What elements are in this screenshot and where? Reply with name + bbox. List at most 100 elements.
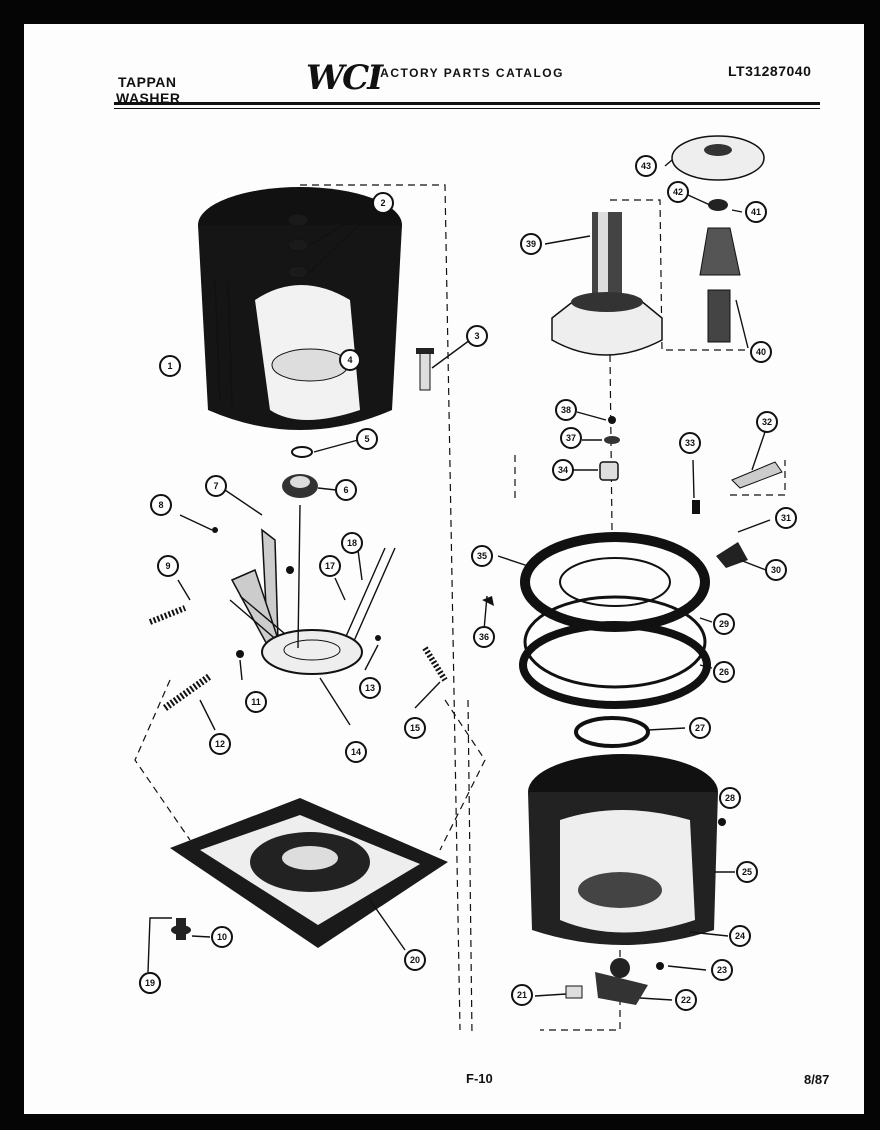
callout-label-33: 33 — [685, 438, 695, 448]
callout-label-28: 28 — [725, 793, 735, 803]
tub-ring-assembly — [482, 532, 713, 709]
callout-15: 15 — [404, 717, 426, 739]
callout-label-31: 31 — [781, 513, 791, 523]
header-rule-thin — [114, 108, 820, 109]
callout-label-23: 23 — [717, 965, 727, 975]
agitator-cap — [664, 135, 765, 181]
callout-36: 36 — [473, 626, 495, 648]
callout-35: 35 — [471, 545, 493, 567]
callout-label-12: 12 — [215, 739, 225, 749]
callout-markers: 1234567891011121314151617181920212223242… — [139, 155, 797, 1011]
callout-6: 6 — [335, 479, 357, 501]
agitator — [544, 212, 663, 356]
callout-label-35: 35 — [477, 551, 487, 561]
callout-26: 26 — [713, 661, 735, 683]
callout-label-25: 25 — [742, 867, 752, 877]
model-number: LT31287040 — [728, 63, 812, 79]
callout-label-34: 34 — [558, 465, 568, 475]
callout-label-13: 13 — [365, 683, 375, 693]
callout-9: 9 — [157, 555, 179, 577]
callout-13: 13 — [359, 677, 381, 699]
callout-32: 32 — [756, 411, 778, 433]
callout-label-22: 22 — [681, 995, 691, 1005]
callout-11: 11 — [245, 691, 267, 713]
callout-label-2: 2 — [380, 198, 385, 208]
callout-label-18: 18 — [347, 538, 357, 548]
revision-date: 8/87 — [804, 1072, 830, 1087]
callout-14: 14 — [345, 741, 367, 763]
callout-24: 24 — [729, 925, 751, 947]
callout-label-24: 24 — [735, 931, 745, 941]
wci-logo: WCI — [306, 58, 383, 98]
callout-29: 29 — [713, 613, 735, 635]
callout-37: 37 — [560, 427, 582, 449]
callout-label-37: 37 — [566, 433, 576, 443]
callout-17: 17 — [319, 555, 341, 577]
callout-label-32: 32 — [762, 417, 772, 427]
callout-41: 41 — [745, 201, 767, 223]
spin-tub — [528, 754, 735, 945]
callout-label-8: 8 — [158, 500, 163, 510]
callout-5: 5 — [356, 428, 378, 450]
callout-23: 23 — [711, 959, 733, 981]
callout-label-26: 26 — [719, 667, 729, 677]
callout-28: 28 — [719, 787, 741, 809]
callout-label-3: 3 — [474, 331, 479, 341]
callout-label-11: 11 — [251, 697, 261, 707]
callout-label-7: 7 — [213, 481, 218, 491]
callout-label-40: 40 — [756, 347, 766, 357]
callout-label-14: 14 — [351, 747, 361, 757]
tub-gasket — [574, 716, 686, 748]
scan-border-bottom — [0, 1114, 880, 1130]
callout-33: 33 — [679, 432, 701, 454]
brand-line-1: TAPPAN — [118, 74, 177, 90]
callout-label-9: 9 — [165, 561, 170, 571]
drive-hardware — [573, 411, 620, 481]
callout-label-39: 39 — [526, 239, 536, 249]
callout-22: 22 — [675, 989, 697, 1011]
callout-38: 38 — [555, 399, 577, 421]
callout-27: 27 — [689, 717, 711, 739]
callout-label-20: 20 — [410, 955, 420, 965]
callout-39: 39 — [520, 233, 542, 255]
header-rule-thick — [114, 102, 820, 105]
callout-label-4: 4 — [347, 355, 352, 365]
callout-label-43: 43 — [641, 161, 651, 171]
callout-20: 20 — [404, 949, 426, 971]
hub-parts — [282, 439, 359, 498]
callout-4: 4 — [339, 349, 361, 371]
callout-40: 40 — [750, 341, 772, 363]
drive-hub — [534, 958, 707, 1005]
switch-parts — [692, 431, 783, 571]
callout-31: 31 — [775, 507, 797, 529]
callout-label-15: 15 — [410, 723, 420, 733]
callout-label-36: 36 — [479, 632, 489, 642]
scan-border-left — [0, 0, 24, 1130]
callout-18: 18 — [341, 532, 363, 554]
leveling-leg — [147, 917, 211, 973]
callout-label-17: 17 — [325, 561, 335, 571]
callout-label-5: 5 — [364, 434, 369, 444]
callout-43: 43 — [635, 155, 657, 177]
callout-label-38: 38 — [561, 405, 571, 415]
callout-label-10: 10 — [217, 932, 227, 942]
callout-2: 2 — [372, 192, 394, 214]
callout-1: 1 — [159, 355, 181, 377]
callout-label-42: 42 — [673, 187, 683, 197]
callout-3: 3 — [466, 325, 488, 347]
callout-7: 7 — [205, 475, 227, 497]
callout-label-30: 30 — [771, 565, 781, 575]
callout-label-6: 6 — [343, 485, 348, 495]
base-frame — [170, 798, 448, 951]
pin-part — [416, 339, 471, 391]
callout-19: 19 — [139, 972, 161, 994]
page-number: F-10 — [466, 1071, 493, 1086]
callout-25: 25 — [736, 861, 758, 883]
catalog-title: FACTORY PARTS CATALOG — [372, 66, 564, 80]
callout-label-29: 29 — [719, 619, 729, 629]
callout-label-41: 41 — [751, 207, 761, 217]
callout-42: 42 — [667, 181, 689, 203]
callout-12: 12 — [209, 733, 231, 755]
scan-border-right — [864, 0, 880, 1130]
